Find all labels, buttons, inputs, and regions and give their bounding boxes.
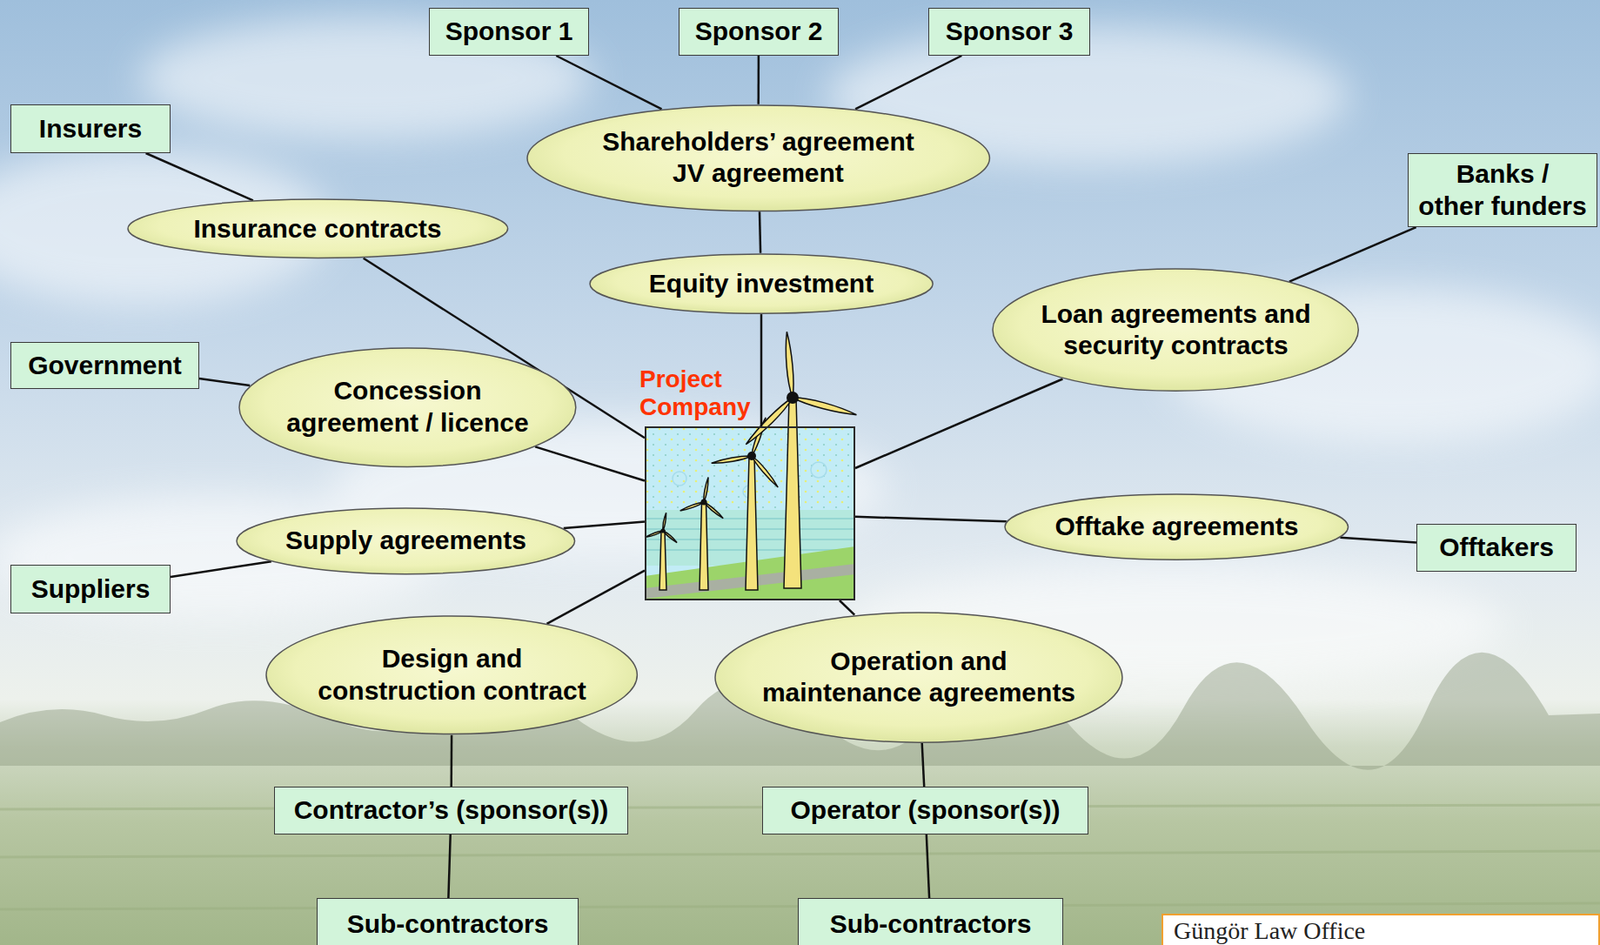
project-company-label: Project Company: [639, 365, 751, 422]
ellipse-shape: [236, 508, 576, 575]
ellipse-shape: [992, 268, 1359, 391]
connector-line: [926, 834, 930, 898]
agreement-ellipse: Equity investment: [589, 253, 934, 315]
ellipse-shape: [266, 615, 637, 735]
agreement-ellipse: Insurance contracts: [127, 198, 509, 259]
ellipse-shape: [239, 348, 576, 467]
connector-line: [170, 561, 272, 577]
party-box: Insurers: [10, 104, 171, 154]
node-label: Loan agreements and security contracts: [1040, 298, 1311, 362]
party-box: Operator (sponsor(s)): [762, 786, 1089, 835]
node-label: Sponsor 1: [445, 15, 574, 48]
connector-line: [1339, 537, 1417, 543]
connector-line: [449, 735, 453, 787]
agreement-ellipse: Shareholders’ agreement JV agreement: [526, 104, 991, 213]
node-label: Equity investment: [649, 267, 874, 301]
connector-line: [535, 446, 645, 481]
ellipse-outline: [238, 347, 577, 468]
connector-line: [555, 55, 662, 109]
node-label: Insurers: [39, 113, 142, 146]
node-label: Concession agreement / licence: [286, 374, 529, 439]
node-label: Sub-contractors: [347, 908, 549, 941]
connector-line: [839, 600, 855, 616]
party-box: Sponsor 3: [928, 7, 1091, 56]
ellipse-outline: [991, 267, 1359, 392]
project-company-picture: Project Company: [644, 426, 856, 601]
ellipse-shape: [715, 612, 1123, 743]
node-label: Supply agreements: [285, 524, 527, 557]
party-box: Offtakers: [1416, 523, 1577, 572]
connector-line: [759, 211, 761, 253]
party-box: Banks / other funders: [1407, 153, 1597, 228]
node-label: Offtakers: [1439, 531, 1554, 564]
node-label: Shareholders’ agreement JV agreement: [602, 126, 914, 190]
party-box: Sponsor 2: [678, 7, 839, 56]
ellipse-shape: [589, 254, 933, 314]
ellipse-shape: [1004, 494, 1349, 560]
connector-line: [855, 516, 1007, 523]
node-label: Contractor’s (sponsor(s)): [294, 794, 610, 827]
agreement-ellipse: Loan agreements and security contracts: [991, 267, 1359, 392]
node-label: Offtake agreements: [1054, 510, 1299, 543]
node-label: Sub-contractors: [830, 908, 1032, 941]
node-label: Sponsor 2: [695, 15, 824, 48]
agreement-ellipse: Offtake agreements: [1004, 493, 1350, 561]
connector-line: [855, 55, 962, 109]
ellipse-shape: [127, 199, 509, 258]
ellipse-outline: [526, 104, 991, 213]
party-box: Suppliers: [10, 564, 171, 614]
ellipse-outline: [714, 611, 1124, 744]
ellipse-outline: [265, 615, 638, 736]
node-label: Insurance contracts: [193, 213, 442, 246]
node-label: Sponsor 3: [945, 15, 1074, 48]
party-box: Sponsor 1: [428, 7, 590, 56]
node-label: Government: [27, 349, 182, 382]
connector-line: [1289, 227, 1417, 282]
party-box: Government: [10, 341, 200, 389]
agreement-ellipse: Concession agreement / licence: [238, 347, 577, 468]
node-label: Banks / other funders: [1418, 158, 1587, 222]
connector-line: [547, 570, 646, 624]
connector-line: [448, 834, 450, 898]
node-label: Design and construction contract: [317, 642, 586, 707]
node-label: Suppliers: [31, 573, 151, 606]
connector-line: [922, 743, 925, 787]
node-label: Operator (sponsor(s)): [789, 794, 1060, 827]
connector-line: [146, 153, 254, 201]
connector-line: [563, 522, 645, 529]
connector-line: [756, 55, 760, 105]
connector-line: [855, 379, 1063, 469]
agreement-ellipse: Supply agreements: [235, 507, 576, 576]
firm-logo: Güngör Law Office: [1161, 913, 1600, 945]
party-box: Sub-contractors: [316, 897, 579, 945]
agreement-ellipse: Design and construction contract: [265, 615, 638, 736]
party-box: Sub-contractors: [797, 897, 1064, 945]
party-box: Contractor’s (sponsor(s)): [274, 786, 629, 835]
agreement-ellipse: Operation and maintenance agreements: [714, 611, 1124, 744]
connector-line: [199, 378, 250, 386]
connector-line: [760, 314, 764, 427]
node-label: Operation and maintenance agreements: [762, 645, 1076, 710]
ellipse-shape: [527, 105, 990, 212]
